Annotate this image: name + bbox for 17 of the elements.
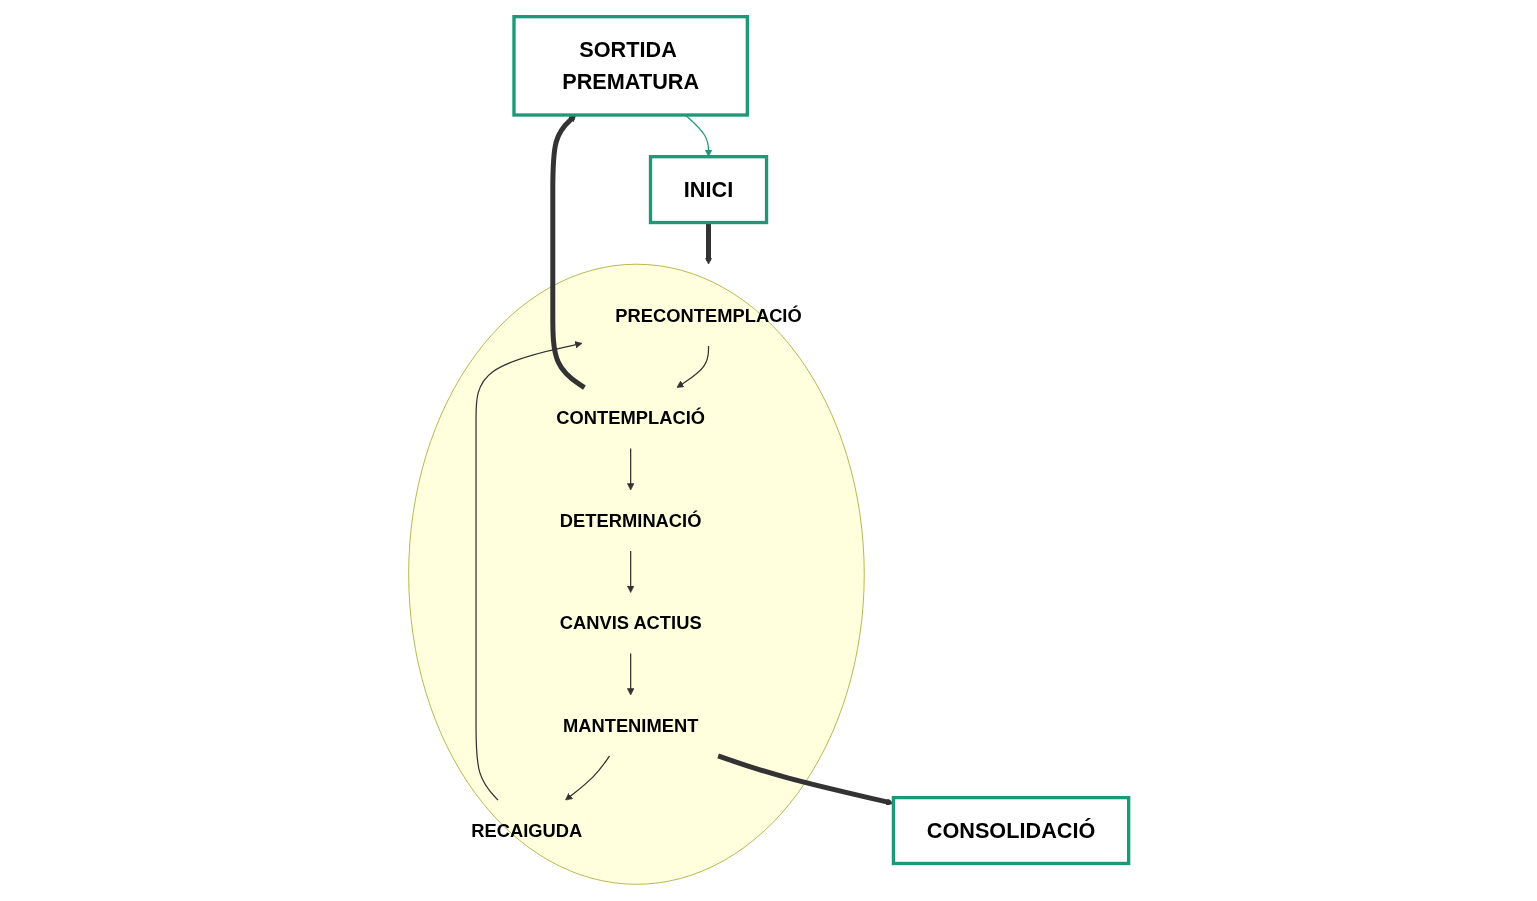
arrow <box>475 341 583 801</box>
arrow <box>550 114 586 390</box>
node-box: SORTIDA PREMATURA <box>512 15 749 117</box>
arrow <box>676 345 709 388</box>
arrow <box>704 222 712 265</box>
arrow <box>564 755 611 801</box>
node-text: DETERMINACIÓ <box>559 510 702 531</box>
arrow <box>626 447 635 491</box>
node-text: CANVIS ACTIUS <box>559 612 702 634</box>
node-box: CONSOLIDACIÓ <box>891 795 1131 866</box>
node-text: MANTENIMENT <box>562 715 699 736</box>
node-box: INICI <box>648 155 769 225</box>
arrow <box>626 652 635 696</box>
node-text: CONTEMPLACIÓ <box>556 407 705 429</box>
arrow <box>626 550 635 593</box>
node-text: PRECONTEMPLACIÓ <box>615 305 802 326</box>
node-text: RECAIGUDA <box>471 820 583 841</box>
